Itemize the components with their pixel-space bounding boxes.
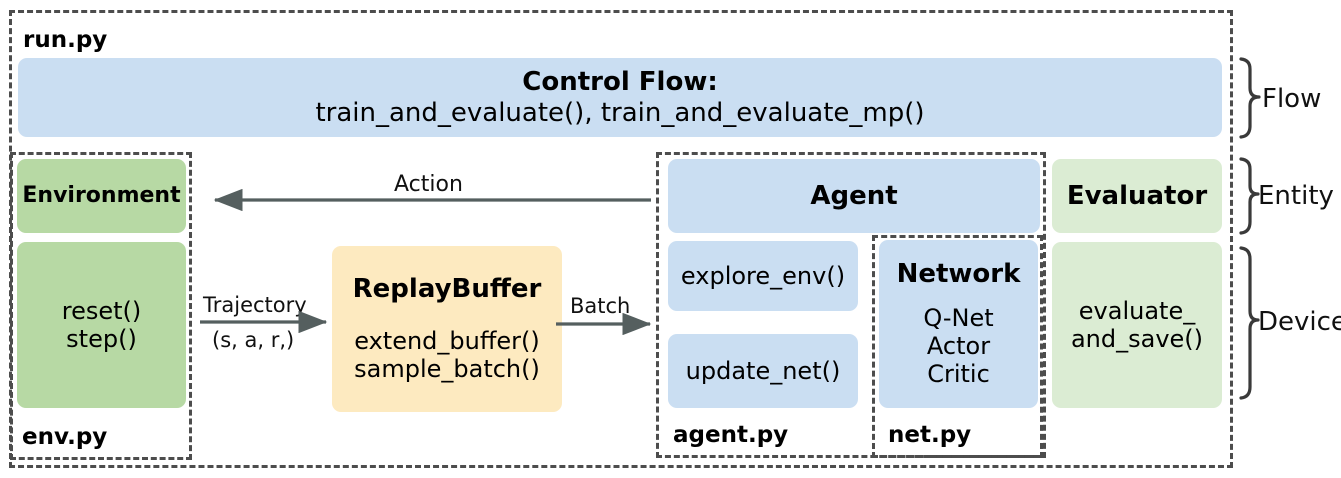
evaluator-entity-box: Evaluator <box>1052 159 1222 233</box>
control-flow-functions: train_and_evaluate(), train_and_evaluate… <box>315 97 925 128</box>
environment-entity-box: Environment <box>17 159 186 233</box>
agent-entity-box: Agent <box>668 159 1040 233</box>
brace-flow <box>1239 57 1261 139</box>
agent-method-update-box: update_net() <box>668 334 858 408</box>
evaluator-method-line1: evaluate_ <box>1078 296 1196 325</box>
brace-label-flow: Flow <box>1262 84 1322 114</box>
control-flow-heading: Control Flow: <box>522 66 718 97</box>
brace-label-device: Device <box>1258 307 1341 337</box>
network-component-critic: Critic <box>927 360 990 389</box>
replay-buffer-box: ReplayBuffer extend_buffer() sample_batc… <box>332 246 562 412</box>
environment-methods-box: reset() step() <box>17 242 186 408</box>
env-method-step: step() <box>66 325 137 353</box>
net-py-file-label: net.py <box>888 422 972 448</box>
brace-entity <box>1239 157 1260 235</box>
evaluator-method-line2: and_save() <box>1070 325 1204 353</box>
evaluator-methods-box: evaluate_ and_save() <box>1052 242 1222 408</box>
network-component-actor: Actor <box>926 332 991 361</box>
agent-method-explore-env: explore_env() <box>680 261 846 290</box>
agent-method-update-net: update_net() <box>685 356 841 385</box>
env-py-container <box>10 152 192 460</box>
agent-method-explore-box: explore_env() <box>668 241 858 311</box>
trajectory-arrow-label-top: Trajectory <box>203 293 307 317</box>
replay-buffer-method-extend: extend_buffer() <box>354 327 540 356</box>
brace-device <box>1239 246 1260 400</box>
environment-entity-label: Environment <box>22 183 181 209</box>
network-component-qnet: Q-Net <box>923 303 994 332</box>
evaluator-entity-label: Evaluator <box>1066 180 1208 211</box>
run-py-file-label: run.py <box>23 27 108 53</box>
agent-py-container <box>656 152 1046 458</box>
action-arrow-label: Action <box>394 172 463 197</box>
env-py-file-label: env.py <box>22 424 108 450</box>
batch-arrow-label: Batch <box>570 294 631 318</box>
env-method-reset: reset() <box>61 296 142 325</box>
net-py-container <box>872 235 1043 458</box>
network-entity-label: Network <box>896 259 1021 290</box>
control-flow-box: Control Flow: train_and_evaluate(), trai… <box>18 58 1222 137</box>
network-entity-box: Network Q-Net Actor Critic <box>879 240 1038 408</box>
agent-entity-label: Agent <box>810 180 898 211</box>
brace-label-entity: Entity <box>1258 181 1334 211</box>
replay-buffer-method-sample: sample_batch() <box>354 355 540 384</box>
agent-py-file-label: agent.py <box>673 422 789 448</box>
trajectory-arrow-label-bottom: (s, a, r,) <box>212 328 295 352</box>
replay-buffer-title: ReplayBuffer <box>352 274 542 305</box>
